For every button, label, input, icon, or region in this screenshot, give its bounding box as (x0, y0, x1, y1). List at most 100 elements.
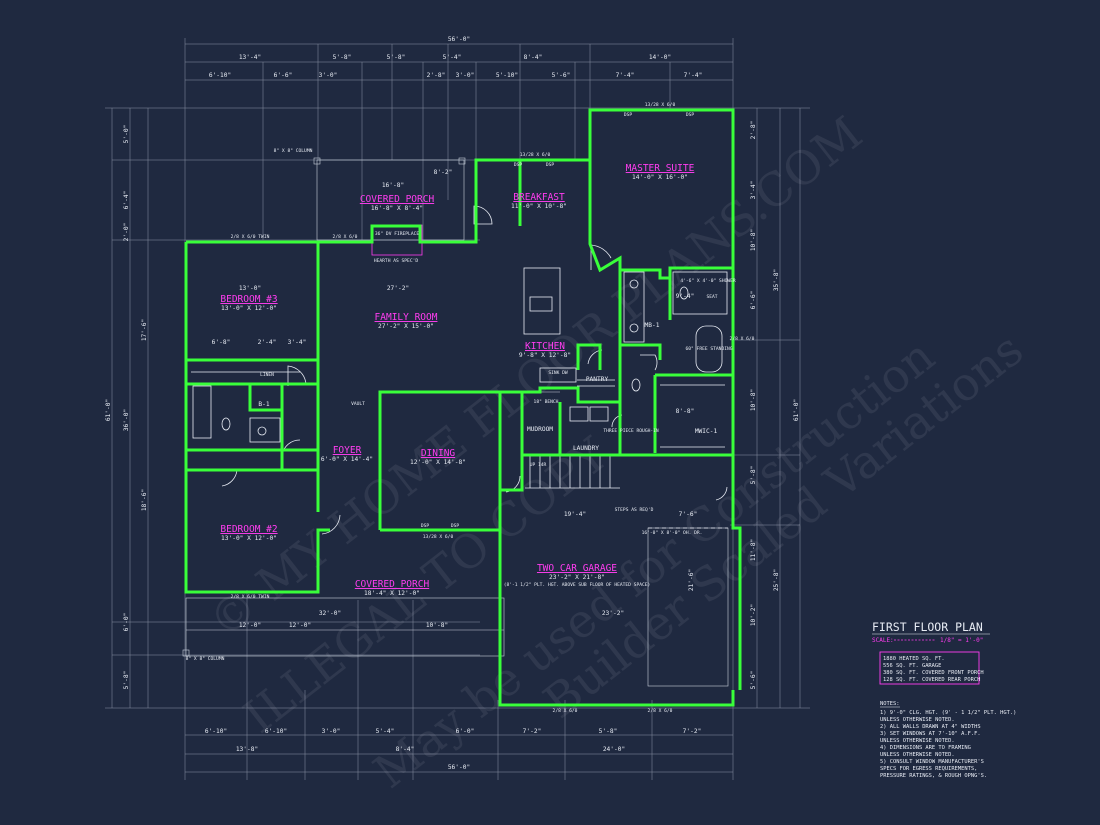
area-front-porch: 380 SQ. FT. COVERED FRONT PORCH (883, 670, 984, 676)
dim-int-10: 7'-6" (679, 511, 698, 518)
label-fireplace: 36" DV FIREPLACE (375, 231, 419, 237)
note-line-0: 1) 9'-0" CLG. HGT. (9' - 1 1/2" PLT. HGT… (880, 710, 1016, 716)
porch-outlines (182, 157, 729, 687)
walls (184, 108, 742, 707)
window-labels: 2/8 X 6/0 TWIN 2/8 X 6/0 13/28 X 6/0 13/… (231, 102, 755, 714)
size-foyer: 6'-0" X 14'-4" (321, 456, 373, 463)
window-dsp-3: DSP (514, 162, 523, 168)
size-breakfast: 11'-0" X 10'-8" (511, 203, 567, 210)
label-laundry: LAUNDRY (573, 445, 599, 452)
size-covered-porch-rear: 16'-8" X 8'-4" (371, 205, 423, 212)
dim-right-3: 6'-6" (750, 291, 757, 310)
label-dining: DINING (421, 448, 456, 459)
size-garage: 23'-2" X 21'-8" (549, 574, 605, 581)
dim-top-2-4: 8'-4" (524, 54, 543, 61)
dim-left-3: 17'-6" (141, 319, 148, 341)
dim-int-12: 8'-8" (676, 408, 695, 415)
label-master-suite: MASTER SUITE (626, 163, 695, 174)
dim-right-10: 25'-8" (773, 569, 780, 591)
dim-int-14: 6'-8" (212, 339, 231, 346)
window-garage-bottom-2: 2/8 X 6/0 (648, 708, 673, 714)
label-three-piece: THREE PIECE ROUGH-IN (603, 428, 659, 434)
area-box (879, 651, 980, 685)
window-bed2-bottom: 2/8 X 6/0 TWIN (231, 594, 270, 600)
dim-right-6: 11'-8" (750, 539, 757, 561)
dim-int-7: 10'-8" (426, 622, 448, 629)
window-breakfast-top: 13/28 X 6/0 (520, 152, 551, 158)
window-dsp-5: DSP (421, 523, 430, 529)
dim-int-9: 23'-2" (602, 610, 624, 617)
label-bath-1: B-1 (258, 401, 269, 408)
dim-int-0: 27'-2" (387, 285, 409, 292)
window-dining-bottom: 13/28 X 6/0 (423, 534, 454, 540)
label-vault: VAULT (351, 401, 365, 407)
label-foyer: FOYER (333, 445, 362, 456)
window-dsp-2: DSP (686, 112, 695, 118)
garage-note: (8'-1 1/2" PLT. HGT. ABOVE SUB FLOOR OF … (504, 582, 651, 588)
window-dsp-4: DSP (546, 162, 555, 168)
label-garage-door: 16'-0" X 8'-0" OH. DR. (642, 530, 703, 536)
dim-int-5: 12'-0" (239, 622, 261, 629)
size-covered-porch-front: 18'-4" X 12'-0" (364, 590, 420, 597)
label-garage: TWO CAR GARAGE (537, 563, 617, 574)
dim-top-2-0: 13'-4" (239, 54, 261, 61)
label-up: UP 14R (530, 462, 547, 468)
scale-label: SCALE: (872, 637, 894, 644)
note-line-3: 3) SET WINDOWS AT 7'-10" A.F.F. (880, 731, 981, 737)
scale-value: 1/8" = 1'-0" (940, 637, 983, 644)
label-linen: LINEN (260, 372, 274, 378)
small-labels: MUDROOM LAUNDRY PANTRY B-1 MB-1 MWIC-1 L… (186, 148, 736, 662)
dim-int-6: 12'-0" (289, 622, 311, 629)
dim-left-1: 6'-4" (123, 191, 130, 210)
window-master-side: 2/8 X 6/0 (730, 336, 755, 342)
notes-heading: NOTES: (880, 701, 899, 707)
dim-right-overall: 61'-0" (793, 399, 800, 421)
label-pantry: PANTRY (586, 376, 609, 383)
label-sink-dw: SINK DW (548, 370, 568, 376)
label-hearth: HEARTH AS SPEC'D (374, 258, 418, 264)
label-tub: 60" FREE STANDING (685, 346, 732, 352)
dim-bottom-1-5: 7'-2" (523, 728, 542, 735)
window-garage-bottom-1: 2/8 X 6/0 (553, 708, 578, 714)
size-family-room: 27'-2" X 15'-0" (378, 323, 434, 330)
dim-top-2-2: 5'-8" (387, 54, 406, 61)
dim-bottom-1-6: 5'-8" (599, 728, 618, 735)
dim-bottom-1-4: 6'-0" (456, 728, 475, 735)
label-kitchen: KITCHEN (525, 341, 565, 352)
dim-bottom-1-2: 3'-0" (322, 728, 341, 735)
label-mb-1: MB-1 (645, 322, 660, 329)
dim-bottom-1-1: 6'-10" (265, 728, 287, 735)
size-master-suite: 14'-0" X 16'-0" (632, 174, 688, 181)
window-family-top: 2/8 X 6/0 (333, 234, 358, 240)
window-dsp-6: DSP (451, 523, 460, 529)
dim-top-3-1: 6'-6" (274, 72, 293, 79)
dim-left-6: 6'-0" (123, 613, 130, 632)
dim-int-11: 21'-6" (688, 569, 695, 591)
label-breakfast: BREAKFAST (513, 192, 565, 203)
dim-int-3: 8'-2" (434, 169, 453, 176)
dim-top-3-0: 6'-10" (209, 72, 231, 79)
note-line-8: SPECS FOR EGRESS REQUIREMENTS, (880, 766, 977, 772)
window-dsp-1: DSP (624, 112, 633, 118)
dim-int-4: 32'-0" (319, 610, 341, 617)
title-block: FIRST FLOOR PLAN SCALE: 1/8" = 1'-0" 188… (872, 620, 1016, 779)
note-line-4: UNLESS OTHERWISE NOTED. (880, 738, 955, 744)
size-kitchen: 9'-8" X 12'-8" (519, 352, 571, 359)
dimension-grid (105, 38, 810, 780)
label-bedroom-2: BEDROOM #2 (220, 524, 277, 535)
area-rear-porch: 128 SQ. FT. COVERED REAR PORCH (883, 677, 980, 683)
window-bed3-top: 2/8 X 6/0 TWIN (231, 234, 270, 240)
dim-top-3-6: 5'-6" (552, 72, 571, 79)
dim-top-3-4: 3'-0" (456, 72, 475, 79)
label-seat: SEAT (706, 294, 717, 300)
dim-right-4: 10'-8" (750, 389, 757, 411)
dim-left-5: 18'-6" (141, 489, 148, 511)
dim-left-0: 5'-0" (123, 125, 130, 144)
dim-left-2: 2'-0" (123, 223, 130, 242)
note-line-1: UNLESS OTHERWISE NOTED. (880, 717, 955, 723)
dim-left-4: 36'-0" (123, 409, 130, 431)
dim-bottom-2-0: 13'-8" (236, 746, 258, 753)
window-master-top: 13/28 X 6/0 (645, 102, 676, 108)
label-mwic-1: MWIC-1 (695, 428, 718, 435)
